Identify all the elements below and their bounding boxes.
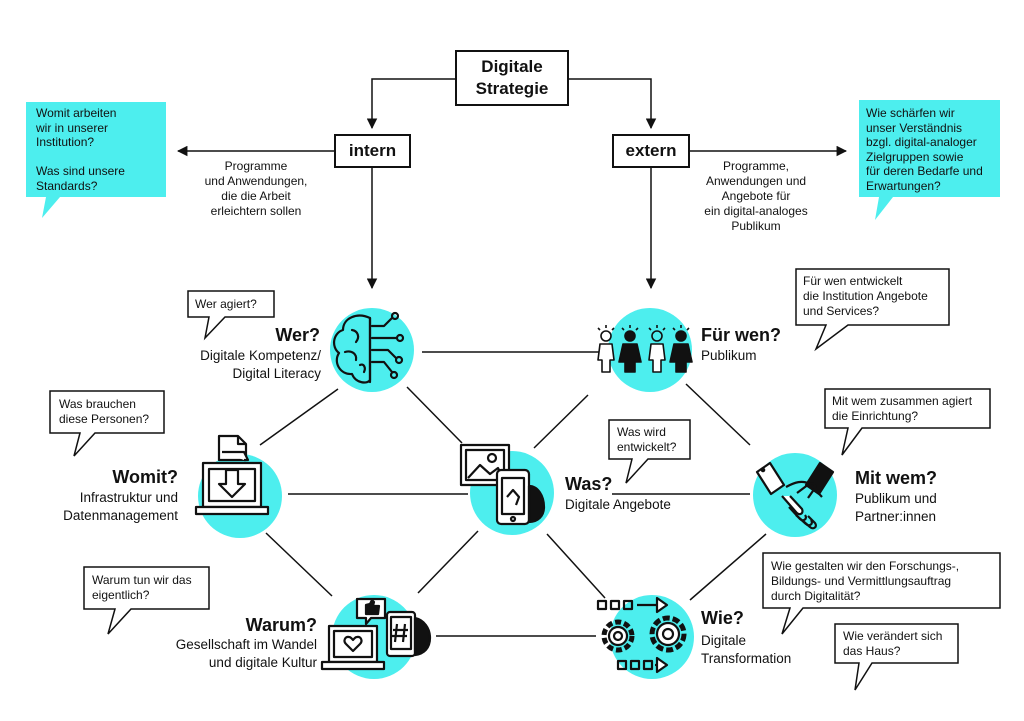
bubble-wie-shape	[762, 552, 1001, 635]
callout-intern: Womit arbeiten wir in unserer Institutio…	[36, 106, 125, 193]
bubble-warum: Warum tun wir das eigentlich?	[92, 573, 192, 602]
bubble-warum-shape	[83, 566, 210, 635]
bubble-wer: Wer agiert?	[195, 297, 257, 311]
subtitle-mit-wem: Publikum und Partner:innen	[855, 491, 937, 524]
smartphone-image-icon	[459, 443, 546, 526]
bubble-wie2-shape	[834, 623, 959, 691]
laptop-download-icon	[194, 434, 270, 516]
bubble-fuer-wen: Für wen entwickelt die Institution Angeb…	[803, 274, 928, 318]
extern-label: extern	[625, 141, 677, 160]
bubble-wer-shape	[187, 290, 275, 341]
bubble-wie-haus: Wie verändert sich das Haus?	[843, 629, 943, 658]
title-mit-wem: Mit wem?	[855, 468, 938, 488]
title-box: Digitale Strategie	[455, 50, 569, 106]
subtitle-wie: Digitale Transformation	[701, 633, 792, 666]
extern-box: extern	[612, 134, 690, 168]
bubble-mit-wem-shape	[824, 388, 991, 456]
title-text: Digitale Strategie	[475, 57, 549, 98]
handshake-icon	[755, 461, 835, 530]
note-intern: Programme und Anwendungen, die die Arbei…	[204, 159, 308, 218]
subtitle-was: Digitale Angebote	[565, 497, 671, 512]
bubble-was-shape	[608, 419, 691, 484]
note-extern: Programme, Anwendungen und Angebote für …	[704, 159, 808, 233]
network-edges	[259, 351, 767, 637]
title-warum: Warum?	[245, 615, 317, 635]
brain-circuit-icon	[333, 311, 405, 384]
intern-label: intern	[348, 141, 397, 160]
people-icon	[597, 325, 693, 373]
top-connectors	[176, 78, 848, 290]
bubble-mit-wem: Mit wem zusammen agiert die Einrichtung?	[832, 394, 973, 423]
callout-extern: Wie schärfen wir unser Verständnis bzgl.…	[866, 106, 983, 193]
subtitle-womit: Infrastruktur und Datenmanagement	[63, 490, 178, 523]
bubble-womit: Was brauchen diese Personen?	[59, 397, 150, 426]
gears-arrows-icon	[596, 596, 687, 674]
subtitle-wer: Digitale Kompetenz/ Digital Literacy	[200, 348, 321, 381]
speech-bubbles	[49, 268, 1001, 691]
subtitle-warum: Gesellschaft im Wandel und digitale Kult…	[175, 637, 317, 670]
bubble-fuer-wen-shape	[795, 268, 950, 352]
intern-box: intern	[334, 134, 411, 168]
social-media-icon	[320, 597, 432, 671]
title-wer: Wer?	[275, 325, 320, 345]
bubble-was: Was wird entwickelt?	[617, 425, 677, 454]
title-wie: Wie?	[701, 608, 744, 628]
title-fuer-wen: Für wen?	[701, 325, 781, 345]
subtitle-fuer-wen: Publikum	[701, 348, 757, 363]
callout-extern-shape	[859, 100, 1000, 220]
title-womit: Womit?	[112, 467, 178, 487]
callout-intern-shape	[26, 102, 166, 218]
title-was: Was?	[565, 474, 613, 494]
bubble-wie: Wie gestalten wir den Forschungs-, Bildu…	[771, 559, 960, 603]
bubble-womit-shape	[49, 390, 165, 457]
